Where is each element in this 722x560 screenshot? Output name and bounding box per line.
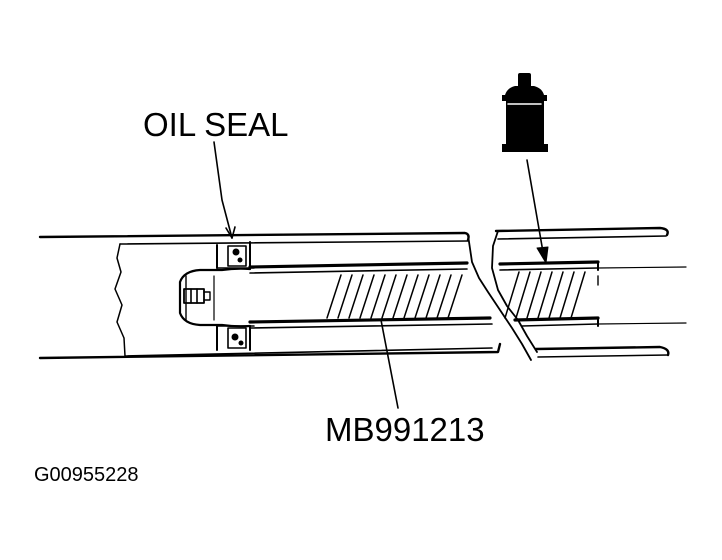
break-line bbox=[467, 230, 538, 361]
leader-oil-application bbox=[526, 159, 549, 264]
oil-seal bbox=[216, 241, 255, 351]
shaft-end-cap bbox=[178, 267, 252, 328]
inner-shaft bbox=[248, 260, 687, 329]
outer-tube-right bbox=[494, 226, 670, 358]
special-tool-mb991213 bbox=[326, 271, 586, 319]
outer-tube-left bbox=[38, 231, 502, 360]
figure-id-label: G00955228 bbox=[34, 464, 139, 486]
leader-oil-seal bbox=[213, 141, 236, 239]
leader-tool bbox=[380, 319, 399, 409]
tool-number-label: MB991213 bbox=[325, 411, 485, 448]
oil-can-icon bbox=[502, 73, 548, 152]
oil-seal-label: OIL SEAL bbox=[143, 106, 289, 143]
